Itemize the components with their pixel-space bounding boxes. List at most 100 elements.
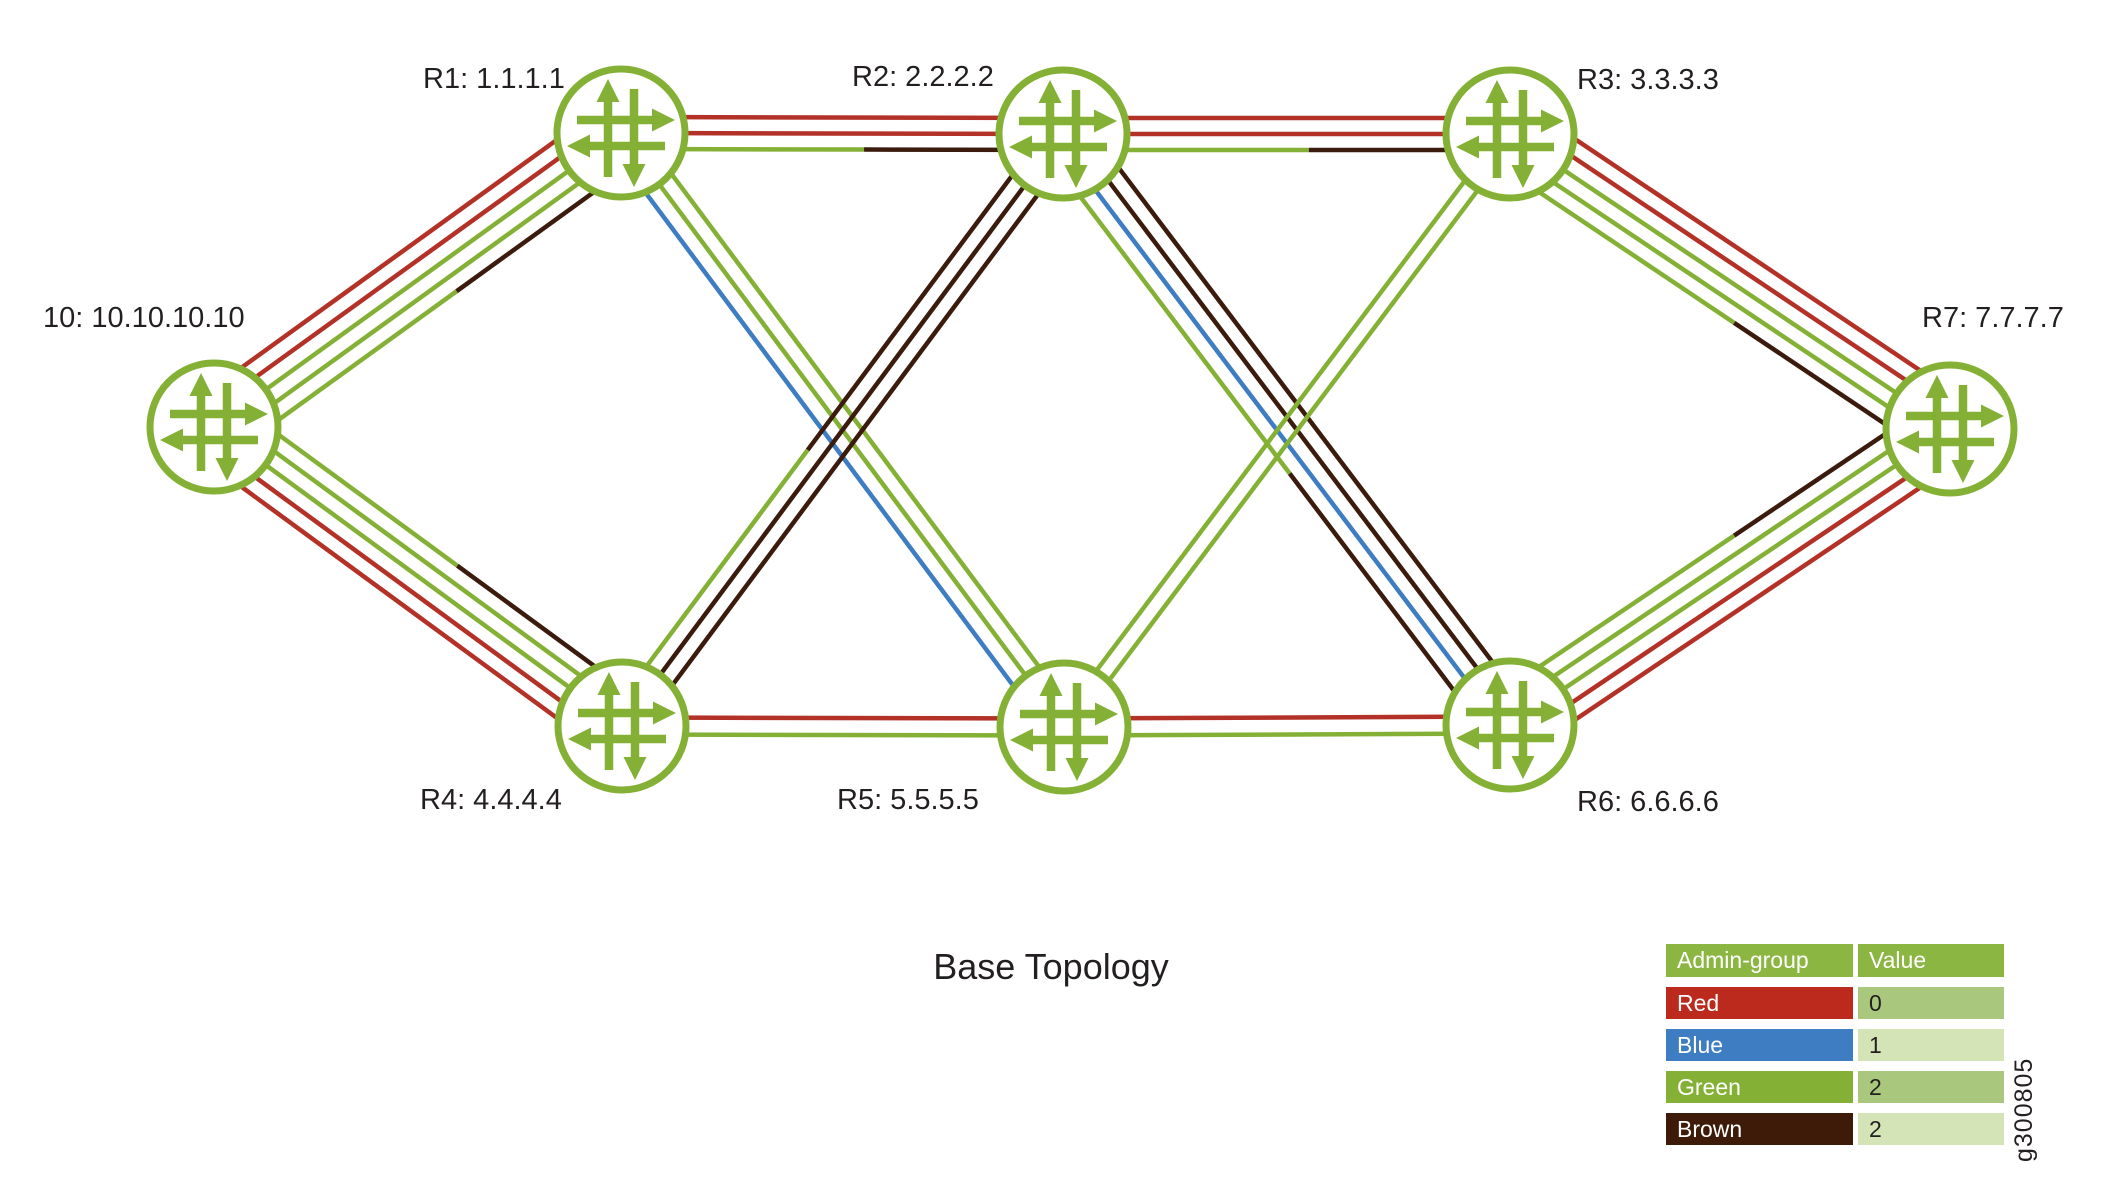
up-arrow-icon [597,672,621,695]
router-circle [1442,66,1578,202]
legend-header-row: Admin-group Value [1666,944,2004,977]
node-label-10: 10: 10.10.10.10 [43,302,245,334]
link-strand-green [1064,731,1511,738]
link-R2-R6 [1042,118,1531,741]
legend-header-value: Value [1858,944,2004,977]
router-circle [146,359,282,495]
down-arrow-icon [623,757,647,780]
link-strand-green [222,412,633,715]
legend-group-swatch: Brown [1666,1113,1853,1145]
node-label-R1: R1: 1.1.1.1 [423,63,565,95]
link-R6-R7 [1490,400,1970,754]
link-strand-red [193,105,604,403]
right-arrow-icon [245,402,268,426]
link-layer [193,105,1970,754]
down-arrow-icon [1064,165,1088,188]
legend-group-value: 1 [1858,1029,2004,1061]
left-arrow-icon [1456,726,1479,750]
left-arrow-icon [1896,430,1919,454]
router-circle [995,66,1131,202]
link-R4-R5 [621,715,1065,738]
left-arrow-icon [1009,135,1032,159]
up-arrow-icon [189,373,213,396]
up-arrow-icon [596,79,620,102]
right-arrow-icon [1094,109,1117,133]
node-label-R2: R2: 2.2.2.2 [852,61,994,93]
link-strand-red [1517,440,1961,741]
legend-group-value: 2 [1858,1113,2004,1145]
legend-group-swatch: Green [1666,1071,1853,1103]
link-strand-green [1499,145,1943,445]
legend-group-value: 2 [1858,1071,2004,1103]
link-strand-red [620,130,1064,137]
node-layer [146,65,2018,795]
link-strand-red [203,118,613,416]
link-strand-green [1042,147,1292,475]
link-strand-red [1517,118,1961,418]
router-circle [996,659,1132,795]
router-node-R1 [553,65,689,201]
link-strand-green [222,144,632,442]
link-strand-red [193,450,605,754]
node-label-R6: R6: 6.6.6.6 [1577,786,1719,818]
legend-group-value: 0 [1858,987,2004,1019]
up-arrow-icon [1925,375,1949,398]
left-arrow-icon [567,134,590,158]
link-R3-R7 [1490,105,1970,458]
right-arrow-icon [1541,700,1564,724]
router-node-R5 [996,659,1132,795]
down-arrow-icon [215,458,239,481]
link-R5-R6 [1063,714,1511,738]
link-strand-green [212,425,624,728]
left-arrow-icon [1456,135,1479,159]
router-node-R4 [554,658,690,794]
router-circle [554,658,690,794]
legend-header-admin-group: Admin-group [1666,944,1853,977]
router-circle [1442,657,1578,793]
link-strand-green [1499,413,1943,714]
watermark-figure-id: g300805 [2010,1057,2038,1162]
link-strand-green [1508,427,1952,727]
right-arrow-icon [652,108,675,132]
link-strand-brown [620,132,1065,728]
link-strand-brown [805,123,1052,452]
router-node-R2 [995,66,1131,202]
link-strand-green [1055,127,1506,724]
down-arrow-icon [622,164,646,187]
link-strand-red [203,438,614,741]
legend-group-swatch: Red [1666,987,1853,1019]
down-arrow-icon [1951,460,1975,483]
right-arrow-icon [1981,404,2004,428]
link-strand-blue [606,141,1053,738]
right-arrow-icon [1541,109,1564,133]
router-node-R6 [1442,657,1578,793]
node-label-R5: R5: 5.5.5.5 [837,784,979,816]
left-arrow-icon [1010,728,1033,752]
right-arrow-icon [1095,702,1118,726]
link-R3-R5 [1055,127,1519,734]
link-strand-blue [1054,137,1506,732]
up-arrow-icon [1039,673,1063,696]
right-arrow-icon [653,701,676,725]
link-10-R1 [193,105,642,455]
link-strand-red [1526,105,1970,405]
link-strand-green [212,131,623,429]
up-arrow-icon [1485,671,1509,694]
link-strand-green [632,122,1079,719]
diagram-title: Base Topology [933,946,1169,987]
down-arrow-icon [1065,758,1089,781]
link-strand-green [621,732,1064,738]
up-arrow-icon [1038,80,1062,103]
down-arrow-icon [1511,165,1535,188]
node-label-R7: R7: 7.7.7.7 [1922,302,2064,334]
up-arrow-icon [1485,80,1509,103]
router-circle [1882,361,2018,497]
